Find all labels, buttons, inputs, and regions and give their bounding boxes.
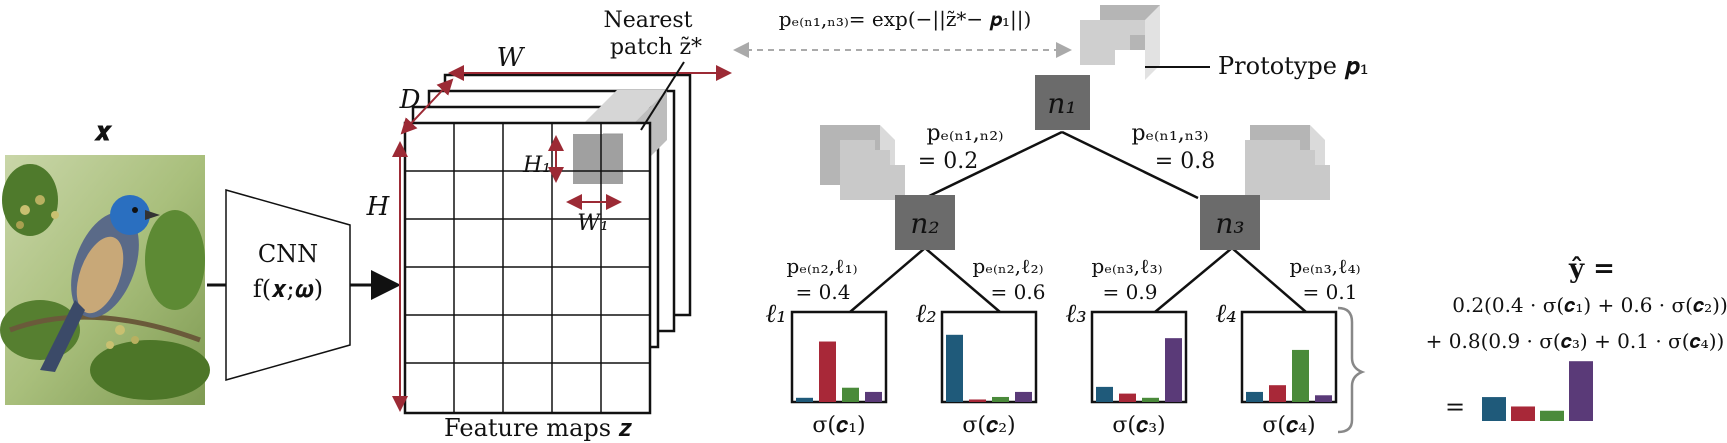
leaf-bar [1246,391,1263,402]
leaf-id: ℓ₃ [1065,299,1086,329]
leaf-1: ℓ₁ σ(𝒄₁) [765,299,888,438]
tree-edges [849,130,1307,313]
node-n1-label: n₁ [1047,87,1076,120]
leaf-caption: σ(𝒄₁) [812,413,865,438]
edge-n3-l3-label: pₑ₍ₙ₃,ℓ₃₎ [1092,254,1163,278]
output-y-hat: ŷ = [1568,254,1615,284]
feature-maps-caption: Feature maps 𝒛 [444,414,633,442]
leaf-2: ℓ₂ σ(𝒄₂) [915,299,1038,438]
dim-d-arrow [400,78,454,135]
leaf-bar [1315,395,1332,402]
dim-h-label: H [366,192,391,222]
output-equals: = [1445,393,1465,421]
prototype-stack-n1 [1080,5,1160,80]
node-n1: n₁ [1035,75,1090,130]
node-n2-label: n₂ [910,207,939,240]
nearest-patch-line2: patch z̃* [610,35,702,60]
node-n2: n₂ [895,195,955,250]
leaf-caption: σ(𝒄₂) [962,413,1015,438]
leaves: ℓ₁ σ(𝒄₁) ℓ₂ σ(𝒄₂) ℓ₃ σ(𝒄₃) ℓ₄ σ(𝒄₄) [765,299,1338,438]
leaf-bar [1269,385,1286,402]
edge-n1-n3-value: = 0.8 [1155,149,1215,174]
leaf-bar [865,391,882,402]
edge-n1-n2-label: pₑ₍ₙ₁,ₙ₂₎ [926,121,1003,146]
cnn-function: f(𝒙;𝝎) [253,275,323,303]
edge-n2-l1-value: = 0.4 [796,280,851,304]
prototype-stack-n3 [1245,125,1330,200]
leaf-bar [969,399,986,402]
dim-h1-label: H₁ [522,153,551,178]
node-n3: n₃ [1200,195,1260,250]
output-bar [1569,361,1593,421]
output-line1: 0.2(0.4 · σ(𝒄₁) + 0.6 · σ(𝒄₂)) [1452,293,1727,317]
feature-maps [403,73,692,415]
leaf-id: ℓ₄ [1215,299,1236,329]
leaf-caption: σ(𝒄₄) [1262,413,1315,438]
nearest-patch-pointer [640,61,685,131]
edge-n3-l3-value: = 0.9 [1103,280,1158,304]
nearest-patch-line1: Nearest [603,8,692,33]
output-line2: + 0.8(0.9 · σ(𝒄₃) + 0.1 · σ(𝒄₄)) [1426,329,1725,353]
leaf-bar [992,396,1009,402]
leaf-bar [842,387,859,402]
output-bars [1482,361,1593,421]
edge-n2-l2-label: pₑ₍ₙ₂,ℓ₂₎ [973,254,1044,278]
cnn-block: CNN f(𝒙;𝝎) [225,189,351,381]
edge-n1-n3-label: pₑ₍ₙ₁,ₙ₃₎ [1131,121,1208,146]
leaf-bar [1119,393,1136,402]
edge-n1-n2-value: = 0.2 [918,149,978,174]
dim-w1-label: W₁ [577,211,608,236]
leaf-bar [946,334,963,402]
node-n3-label: n₃ [1215,207,1244,240]
output-bar [1540,410,1564,421]
leaf-bar [1096,386,1113,402]
dim-d-label: D [399,85,421,115]
edge-n2-l2-value: = 0.6 [991,280,1046,304]
similarity-formula: pₑ₍ₙ₁,ₙ₃₎= exp(−||z̃*− 𝒑₁||) [779,7,1032,32]
leaf-bar [819,341,836,402]
leaf-3: ℓ₃ σ(𝒄₃) [1065,299,1188,438]
dim-w-label: W [497,43,526,73]
leaf-bar [1015,391,1032,402]
leaf-box [790,310,888,404]
prototype-stack-n2 [820,125,905,200]
output-bar [1511,406,1535,421]
leaf-caption: σ(𝒄₃) [1112,413,1165,438]
edge-n3-l4-label: pₑ₍ₙ₃,ℓ₄₎ [1290,254,1361,278]
leaf-bar [1142,397,1159,402]
leaf-bar [1165,338,1182,402]
edge-n3-l4-value: = 0.1 [1303,280,1358,304]
output-brace [1337,306,1366,434]
leaf-4: ℓ₄ σ(𝒄₄) [1215,299,1338,438]
bird-image [0,155,210,405]
cnn-title: CNN [258,240,318,268]
leaf-bar [1292,349,1309,402]
prototype-label: Prototype 𝒑₁ [1218,52,1369,80]
leaf-id: ℓ₁ [765,299,786,329]
leaf-id: ℓ₂ [915,299,936,329]
edge-n2-l1-label: pₑ₍ₙ₂,ℓ₁₎ [787,254,858,278]
leaf-box [1240,310,1338,404]
output-bar [1482,397,1506,421]
input-label: 𝒙 [94,117,113,147]
leaf-bar [796,397,813,402]
